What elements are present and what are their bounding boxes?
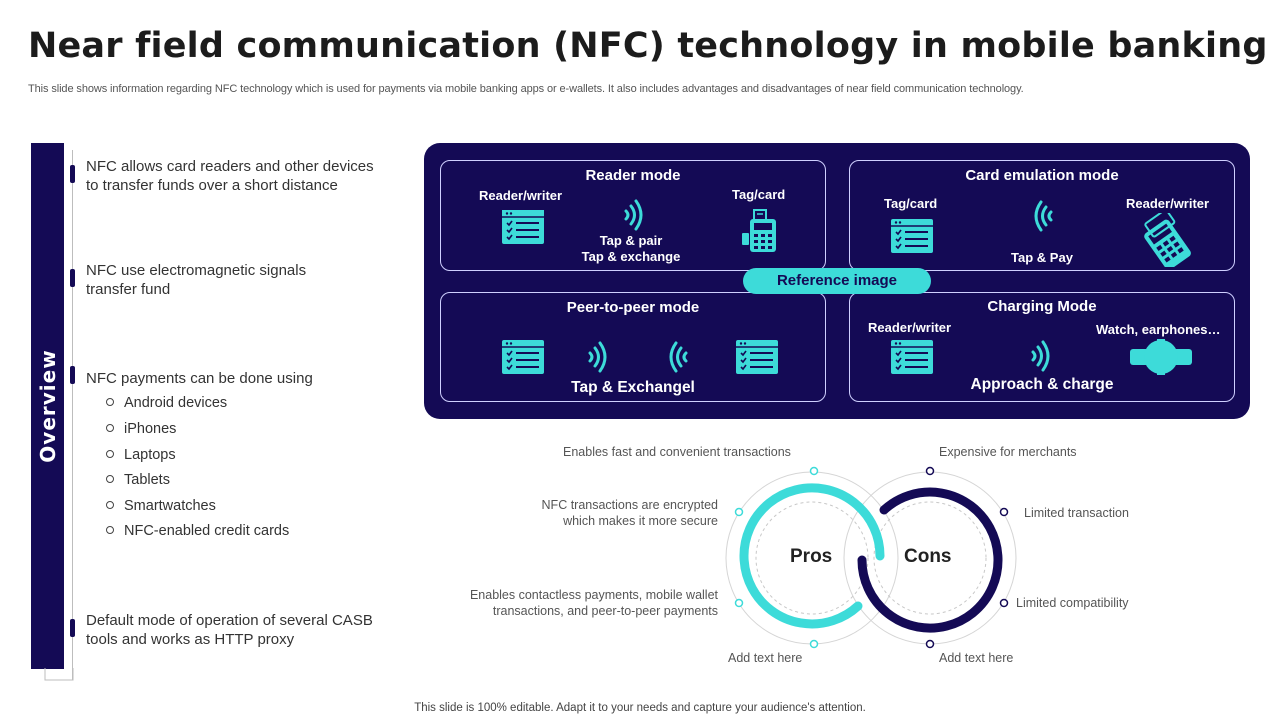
page-title: Near field communication (NFC) technolog… xyxy=(28,26,1268,66)
pros-label: Pros xyxy=(790,546,833,567)
reader-mode-title: Reader mode xyxy=(585,167,681,184)
overview-marker xyxy=(70,619,75,637)
bullet-icon xyxy=(106,450,114,459)
nfc-wave-icon xyxy=(624,199,643,231)
pro-item-4: Add text here xyxy=(728,651,803,665)
reader-writer-icon xyxy=(502,210,544,244)
pros-marker xyxy=(809,466,819,476)
cons-marker xyxy=(999,598,1009,608)
cons-marker xyxy=(925,639,935,649)
device-item: iPhones xyxy=(106,421,176,437)
page-subtitle: This slide shows information regarding N… xyxy=(28,83,1024,95)
peer-to-peer-title: Peer-to-peer mode xyxy=(566,299,700,316)
tag-card-icon xyxy=(891,219,933,253)
bullet-icon xyxy=(106,526,114,535)
reference-image-pill: Reference image xyxy=(743,268,931,294)
reader-mode-center-line1: Tap & pair xyxy=(599,233,663,248)
reader-mode-right-label: Tag/card xyxy=(732,187,786,202)
card-emulation-center-label: Tap & Pay xyxy=(1011,250,1073,265)
pros-arc xyxy=(739,483,885,629)
con-item-3: Limited compatibility xyxy=(1016,596,1129,610)
bullet-icon xyxy=(106,501,114,510)
pos-terminal-icon xyxy=(742,209,776,252)
charging-mode-title: Charging Mode xyxy=(987,298,1097,315)
reader-mode-left-label: Reader/writer xyxy=(479,188,563,203)
peer-to-peer-bottom-label: Tap & Exchangel xyxy=(571,379,695,396)
nfc-wave-icon xyxy=(1031,340,1050,372)
card-emulation-right-label: Reader/writer xyxy=(1126,196,1210,211)
charging-mode-left-label: Reader/writer xyxy=(868,320,952,335)
pro-item-2: NFC transactions are encrypted which mak… xyxy=(541,498,718,528)
overview-point-2: NFC use electromagnetic signals transfer… xyxy=(86,262,307,298)
pros-marker xyxy=(809,639,819,649)
pros-inner-dashed-ring xyxy=(755,501,869,615)
card-reader-icon xyxy=(1144,213,1191,267)
device-item: Tablets xyxy=(106,472,170,488)
con-item-2: Limited transaction xyxy=(1024,506,1129,520)
reader-mode-center-line2: Tap & exchange xyxy=(581,249,681,264)
reader-writer-icon xyxy=(891,340,933,374)
device-item: Smartwatches xyxy=(106,498,216,514)
reader-mode-card: Reader mode Reader/writer Tag/card Tap &… xyxy=(440,160,826,271)
device-icon xyxy=(502,340,544,374)
card-emulation-left-label: Tag/card xyxy=(884,196,938,211)
footer-note: This slide is 100% editable. Adapt it to… xyxy=(414,702,866,714)
overview-marker xyxy=(70,165,75,183)
con-item-4: Add text here xyxy=(939,651,1014,665)
overview-point-3: NFC payments can be done using xyxy=(86,370,313,387)
cons-inner-dashed-ring xyxy=(873,501,987,615)
device-item: NFC-enabled credit cards xyxy=(106,523,289,539)
device-item: Laptops xyxy=(106,447,176,463)
pros-cons-diagram xyxy=(725,466,1017,649)
peer-to-peer-card: Peer-to-peer mode Tap & Exchangel xyxy=(440,292,826,402)
device-icon xyxy=(736,340,778,374)
overview-bracket xyxy=(44,668,74,681)
card-emulation-title: Card emulation mode xyxy=(965,167,1119,184)
card-emulation-card: Card emulation mode Tag/card Reader/writ… xyxy=(849,160,1235,271)
con-item-1: Expensive for merchants xyxy=(939,445,1077,459)
pro-item-1: Enables fast and convenient transactions xyxy=(563,445,791,459)
nfc-wave-icon xyxy=(588,341,607,373)
nfc-wave-icon xyxy=(1034,200,1053,232)
bullet-icon xyxy=(106,475,114,484)
overview-bar: Overview xyxy=(31,143,64,669)
bullet-icon xyxy=(106,424,114,433)
overview-marker xyxy=(70,366,75,384)
overview-point-1: NFC allows card readers and other device… xyxy=(86,158,374,194)
charging-mode-card: Charging Mode Reader/writer Watch, earph… xyxy=(849,292,1235,402)
charging-mode-bottom-label: Approach & charge xyxy=(970,376,1114,393)
overview-marker xyxy=(70,269,75,287)
overview-timeline xyxy=(72,150,73,680)
cons-arc xyxy=(857,487,1003,633)
charging-mode-right-label: Watch, earphones… xyxy=(1096,322,1221,337)
bullet-icon xyxy=(106,398,114,407)
pros-marker xyxy=(734,507,744,517)
cons-label: Cons xyxy=(904,546,952,567)
nfc-wave-icon xyxy=(669,341,688,373)
overview-label: Overview xyxy=(35,349,60,463)
pros-marker xyxy=(734,598,744,608)
overview-point-4: Default mode of operation of several CAS… xyxy=(86,612,373,648)
cons-marker xyxy=(999,507,1009,517)
device-item: Android devices xyxy=(106,395,227,411)
pro-item-3: Enables contactless payments, mobile wal… xyxy=(469,588,718,618)
smartwatch-icon xyxy=(1130,339,1192,375)
cons-marker xyxy=(925,466,935,476)
